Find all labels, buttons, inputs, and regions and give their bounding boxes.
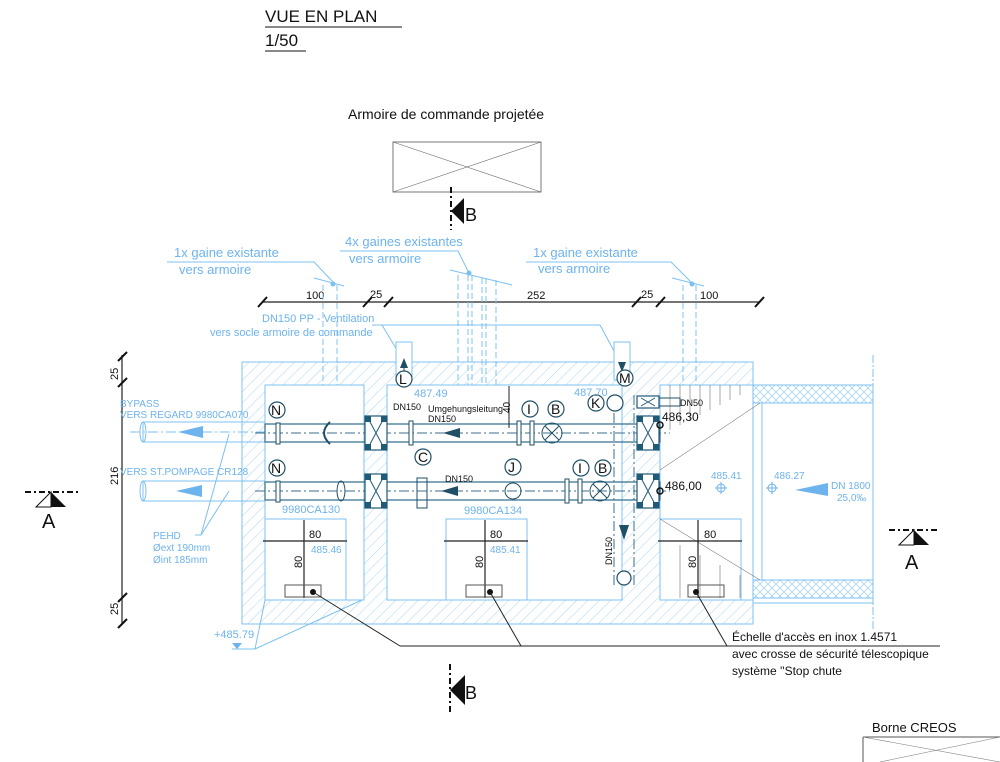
chamber-left-id: 9980CA130 bbox=[282, 504, 340, 516]
fitting-n2: N bbox=[271, 460, 281, 476]
chamber-labels: 9980CA130 9980CA134 485.46 485.41 +485.7… bbox=[214, 504, 522, 650]
svg-text:40: 40 bbox=[502, 401, 513, 413]
section-a-left-label: A bbox=[42, 511, 56, 533]
svg-text:80: 80 bbox=[309, 529, 321, 541]
fitting-k: K bbox=[591, 395, 601, 411]
svg-text:485.41: 485.41 bbox=[490, 545, 521, 556]
svg-text:1x gaine existante: 1x gaine existante bbox=[174, 245, 279, 260]
pump-outlet-label: VERS ST.POMPAGE CR128 bbox=[120, 467, 249, 478]
svg-text:486.27: 486.27 bbox=[774, 471, 805, 482]
svg-text:80: 80 bbox=[293, 556, 305, 568]
cabinet-box bbox=[392, 141, 542, 193]
valve-lower-right bbox=[636, 473, 660, 509]
svg-text:25: 25 bbox=[370, 289, 382, 301]
fitting-b2: B bbox=[598, 460, 607, 476]
valve-upper-right bbox=[636, 415, 660, 451]
pipe-material: PEHD bbox=[153, 531, 181, 542]
cabinet-label: Armoire de commande projetée bbox=[348, 106, 544, 122]
svg-text:487.70: 487.70 bbox=[574, 387, 608, 399]
svg-text:486,00: 486,00 bbox=[665, 479, 702, 493]
fitting-callouts: N N L C J I B I B M K bbox=[268, 369, 634, 477]
svg-text:système ''Stop chute: système ''Stop chute bbox=[732, 664, 842, 678]
fitting-n1: N bbox=[271, 402, 281, 418]
svg-text:vers armoire: vers armoire bbox=[179, 262, 251, 277]
chamber-middle-id: 9980CA134 bbox=[464, 505, 522, 517]
fitting-b1: B bbox=[551, 401, 560, 417]
bottom-level: +485.79 bbox=[214, 629, 254, 641]
section-marker-a-left: A bbox=[25, 490, 78, 533]
duct-label-left: 1x gaine existante vers armoire bbox=[167, 245, 345, 287]
svg-text:485.41: 485.41 bbox=[711, 471, 742, 482]
section-b-top-label: B bbox=[465, 205, 477, 225]
svg-text:25,0‰: 25,0‰ bbox=[837, 493, 866, 504]
fitting-c: C bbox=[418, 449, 428, 465]
internal-pipes bbox=[255, 341, 681, 586]
section-marker-a-right: A bbox=[889, 528, 940, 574]
section-marker-b-bottom: B bbox=[449, 664, 477, 715]
section-marker-b-top: B bbox=[450, 187, 477, 230]
svg-text:DN 1800: DN 1800 bbox=[831, 481, 871, 492]
svg-text:Øext 190mm: Øext 190mm bbox=[153, 543, 210, 554]
svg-text:100: 100 bbox=[700, 290, 718, 302]
svg-text:100: 100 bbox=[306, 290, 324, 302]
svg-text:Øint 185mm: Øint 185mm bbox=[153, 555, 207, 566]
valve-lower-left bbox=[364, 473, 388, 509]
svg-text:485.46: 485.46 bbox=[311, 545, 342, 556]
svg-text:486,30: 486,30 bbox=[662, 410, 699, 424]
svg-text:DN150: DN150 bbox=[393, 402, 421, 412]
svg-text:80: 80 bbox=[474, 556, 486, 568]
section-b-bottom-label: B bbox=[465, 683, 477, 703]
svg-text:vers armoire: vers armoire bbox=[349, 251, 421, 266]
fitting-j: J bbox=[508, 459, 515, 475]
svg-text:avec crosse de sécurité télesc: avec crosse de sécurité télescopique bbox=[732, 647, 929, 661]
dimension-top: 100 25 252 25 100 bbox=[257, 289, 765, 308]
svg-text:VERS REGARD 9980CA070: VERS REGARD 9980CA070 bbox=[120, 410, 249, 421]
dimension-left: 25 216 25 bbox=[109, 351, 128, 629]
svg-text:216: 216 bbox=[109, 467, 121, 485]
svg-text:487.49: 487.49 bbox=[414, 388, 448, 400]
niche-dimensions: 80 80 80 80 80 80 bbox=[263, 520, 742, 598]
view-scale: 1/50 bbox=[265, 31, 298, 50]
svg-text:4x gaines existantes: 4x gaines existantes bbox=[345, 234, 463, 249]
bypass-label: BYPASS bbox=[120, 399, 160, 410]
svg-text:DN150: DN150 bbox=[604, 537, 614, 565]
svg-text:DN150: DN150 bbox=[445, 474, 473, 484]
section-a-right-label: A bbox=[905, 552, 919, 574]
svg-text:1x gaine existante: 1x gaine existante bbox=[533, 245, 638, 260]
ladder-note: Échelle d'accès en inox 1.4571 avec cros… bbox=[312, 591, 940, 678]
svg-text:80: 80 bbox=[490, 529, 502, 541]
fitting-l: L bbox=[399, 371, 407, 387]
svg-text:25: 25 bbox=[641, 289, 653, 301]
valve-upper-left bbox=[364, 415, 388, 451]
outlet-pipes: BYPASS VERS REGARD 9980CA070 VERS ST.POM… bbox=[120, 399, 266, 566]
svg-text:vers armoire: vers armoire bbox=[538, 261, 610, 276]
fitting-i2: I bbox=[578, 460, 582, 476]
view-title: VUE EN PLAN bbox=[265, 7, 377, 26]
valves bbox=[275, 395, 660, 509]
svg-text:DN150: DN150 bbox=[428, 414, 456, 424]
svg-text:DN150 PP - Ventilation: DN150 PP - Ventilation bbox=[262, 313, 374, 325]
duct-label-middle: 4x gaines existantes vers armoire bbox=[340, 234, 513, 286]
svg-text:Umgehungsleitung: Umgehungsleitung bbox=[428, 404, 503, 414]
svg-text:Échelle d'accès en inox 1.4571: Échelle d'accès en inox 1.4571 bbox=[732, 629, 897, 644]
svg-text:vers socle armoire de commande: vers socle armoire de commande bbox=[210, 327, 373, 339]
borne-creos: Borne CREOS bbox=[862, 720, 1000, 762]
ventilation-label: DN150 PP - Ventilation vers socle armoir… bbox=[210, 313, 621, 363]
svg-text:Borne CREOS: Borne CREOS bbox=[872, 720, 957, 735]
svg-text:25: 25 bbox=[109, 603, 121, 615]
svg-text:252: 252 bbox=[527, 290, 545, 302]
svg-text:DN50: DN50 bbox=[680, 398, 703, 408]
svg-text:80: 80 bbox=[704, 529, 716, 541]
valve-drain bbox=[636, 395, 660, 409]
chamber-structure bbox=[241, 275, 874, 630]
fitting-m: M bbox=[619, 370, 631, 386]
svg-text:80: 80 bbox=[687, 556, 699, 568]
pipe-labels: 487.49 DN150 Umgehungsleitung DN150 DN15… bbox=[393, 386, 871, 565]
duct-label-right: 1x gaine existante vers armoire bbox=[526, 245, 705, 287]
svg-text:25: 25 bbox=[109, 368, 121, 380]
fitting-i1: I bbox=[527, 401, 531, 417]
